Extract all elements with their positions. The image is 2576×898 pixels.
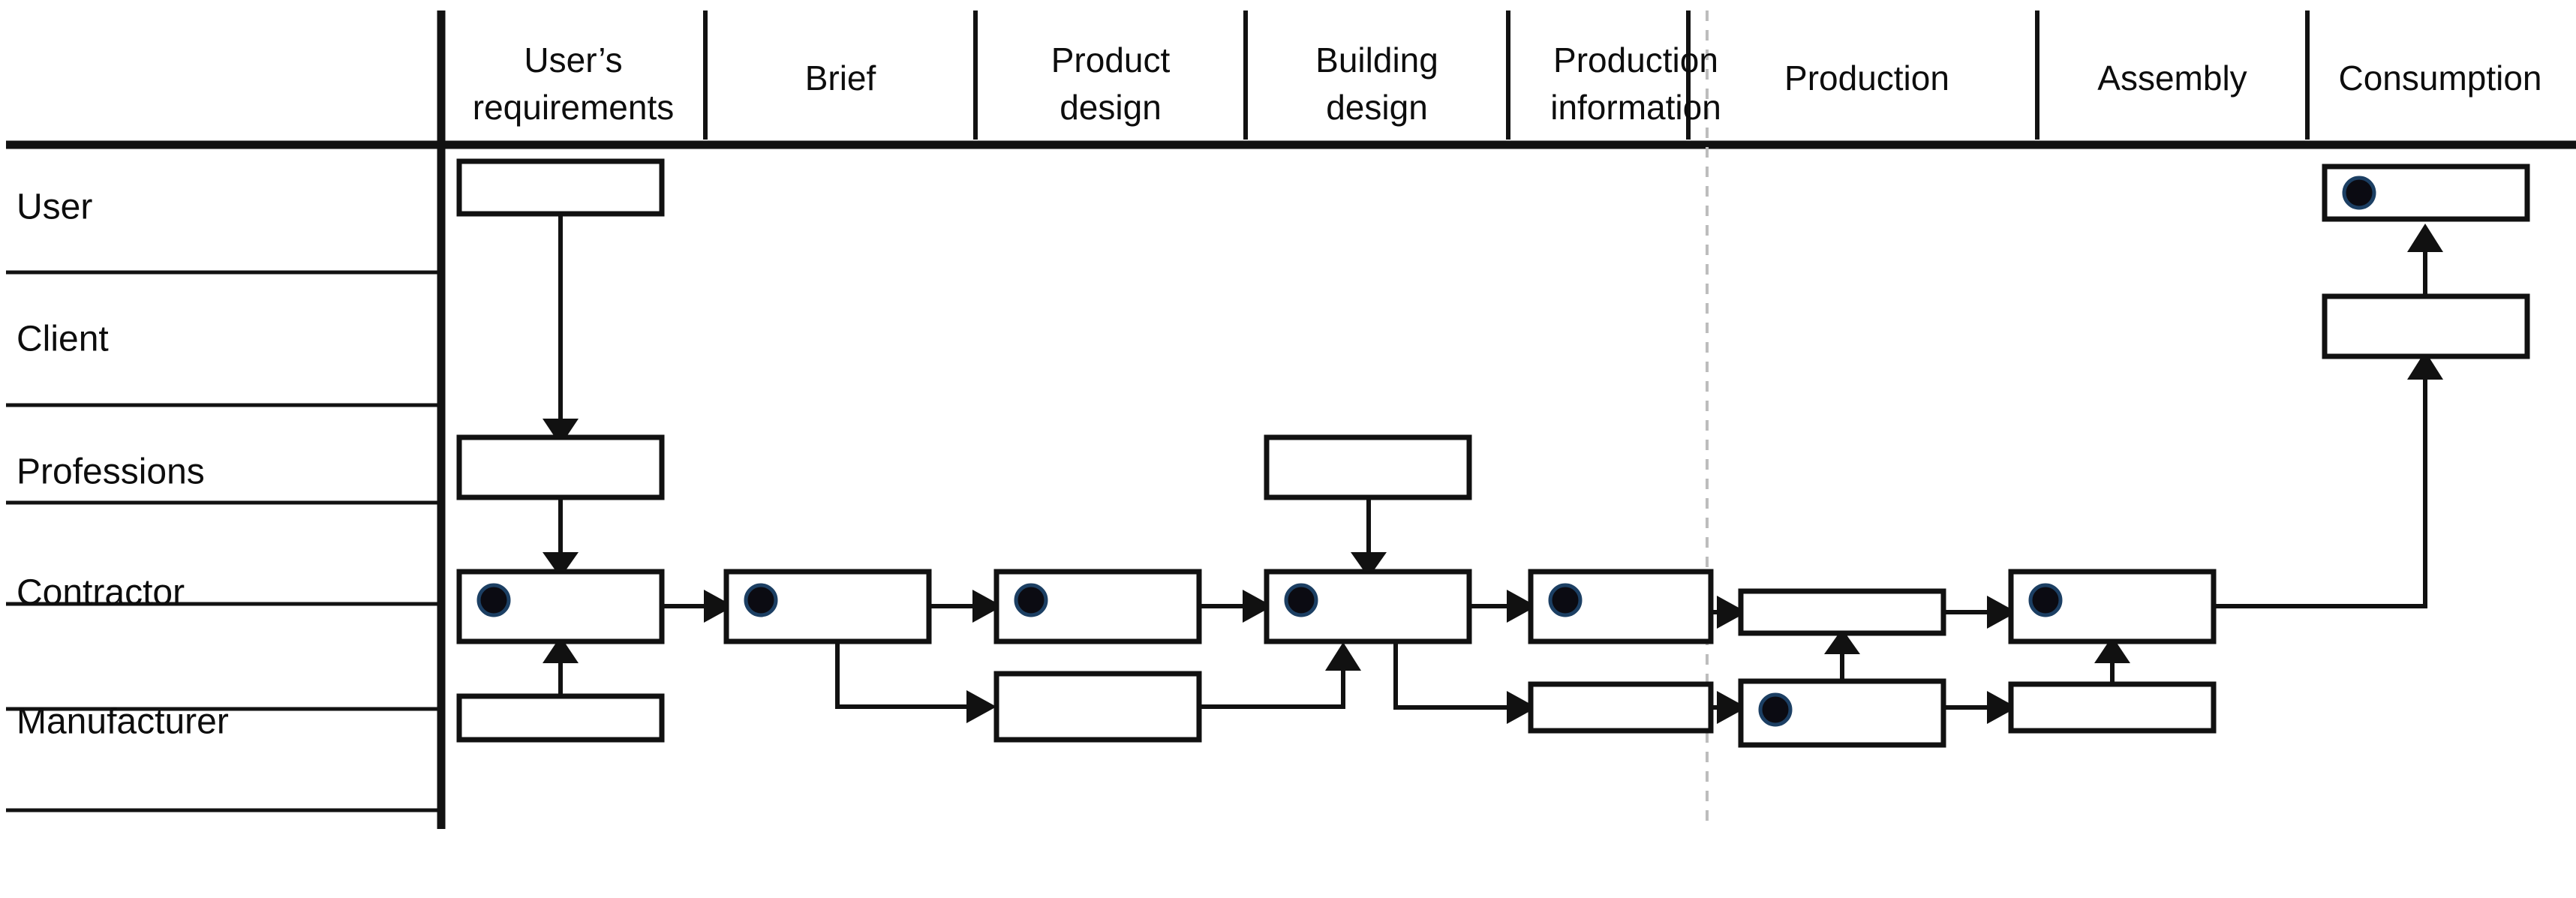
arrow-head-right xyxy=(972,590,1002,623)
arrow-head-down xyxy=(543,419,579,446)
connector-brief-manufacturer-to-building-design xyxy=(1199,642,1361,709)
arrow-head-up xyxy=(2094,636,2130,663)
column-header-user-requirements[interactable]: User’s requirements xyxy=(473,41,674,127)
node-user-requirements-user[interactable] xyxy=(456,158,665,217)
column-header-line-2: design xyxy=(1326,88,1428,127)
column-header-line-1: Production xyxy=(1553,41,1718,80)
arrow-head-right xyxy=(1987,691,2017,724)
row-label-professions[interactable]: Professions xyxy=(17,452,205,492)
arrow-head-right xyxy=(1507,590,1537,623)
arrow-head-up xyxy=(2407,351,2443,380)
connector-building-design-down-to-production-info-manufacturer xyxy=(1393,641,1537,724)
node-user-requirements-contractor[interactable] xyxy=(456,569,665,644)
arrow-head-up xyxy=(2407,224,2443,252)
connector-production-to-assembly xyxy=(1943,596,2017,629)
node-building-design-contractor[interactable] xyxy=(1264,569,1472,644)
node-brief-contractor[interactable] xyxy=(723,569,932,644)
column-header-line-2: requirements xyxy=(473,88,674,127)
column-header-brief[interactable]: Brief xyxy=(805,59,876,98)
status-dot-icon xyxy=(744,583,778,617)
grid-lines xyxy=(6,11,2576,829)
node-assembly-contractor[interactable] xyxy=(2008,569,2217,644)
connector-brief-to-product-design xyxy=(929,590,1002,623)
connector-elbow xyxy=(2214,375,2427,608)
column-header-consumption[interactable]: Consumption xyxy=(2338,59,2541,98)
node-production-contractor[interactable] xyxy=(1738,588,1946,636)
column-header-building-design[interactable]: Building design xyxy=(1315,41,1438,127)
node-production-information-manufacturer[interactable] xyxy=(1528,681,1714,734)
status-dot-icon xyxy=(2028,583,2063,617)
node-brief-manufacturer[interactable] xyxy=(993,671,1202,743)
status-dot-icon xyxy=(2342,176,2376,210)
connector-professions-to-contractor xyxy=(543,497,579,578)
arrow-head-right xyxy=(1987,596,2017,629)
connector-consumption-client-to-consumption-user xyxy=(2407,224,2443,296)
node-production-information-contractor[interactable] xyxy=(1528,569,1714,644)
status-dot-icon xyxy=(1014,583,1048,617)
row-label-user[interactable]: User xyxy=(17,188,92,227)
connector-professions-building-to-contractor-building xyxy=(1351,497,1387,578)
column-header-line-2: design xyxy=(1060,88,1162,127)
node-user-requirements-professions[interactable] xyxy=(456,434,665,500)
column-header-line-1: Brief xyxy=(805,59,876,98)
column-header-line-1: Product xyxy=(1051,41,1171,80)
status-dot-icon xyxy=(1284,583,1318,617)
node-user-requirements-manufacturer[interactable] xyxy=(456,693,665,743)
connector-manufacturer-to-contractor xyxy=(543,636,579,698)
status-dot-icon xyxy=(476,583,511,617)
node-building-design-professions[interactable] xyxy=(1264,434,1472,500)
node-consumption-client[interactable] xyxy=(2322,293,2530,359)
connector-production-manufacturer-to-production-contractor xyxy=(1824,629,1860,681)
column-header-production-information[interactable]: Production information xyxy=(1550,41,1721,127)
status-dot-icon xyxy=(1548,583,1583,617)
arrow-head-down xyxy=(543,552,579,578)
column-header-line-1: User’s xyxy=(524,41,622,80)
arrow-head-up xyxy=(1325,642,1361,671)
connector-assembly-manufacturer-to-assembly-contractor xyxy=(2094,636,2130,684)
connector-brief-down-to-brief-manufacturer xyxy=(835,641,996,723)
connector-building-design-to-production-information xyxy=(1469,590,1537,623)
row-label-contractor[interactable]: Contractor xyxy=(17,573,185,613)
node-consumption-user[interactable] xyxy=(2322,164,2530,222)
arrow-head-right xyxy=(1243,590,1273,623)
node-assembly-manufacturer[interactable] xyxy=(2008,681,2217,734)
connector-elbow xyxy=(1393,641,1510,710)
column-header-line-1: Consumption xyxy=(2338,59,2541,98)
connector-requirements-to-brief xyxy=(662,590,734,623)
arrow-head-right xyxy=(704,590,734,623)
arrow-head-up xyxy=(1824,629,1860,654)
arrow-head-up xyxy=(543,636,579,663)
row-label-manufacturer[interactable]: Manufacturer xyxy=(17,702,229,742)
connector-elbow xyxy=(1199,666,1345,709)
node-production-manufacturer[interactable] xyxy=(1738,678,1946,748)
arrow-head-down xyxy=(1351,552,1387,578)
connector-elbow xyxy=(835,641,969,709)
node-product-design-contractor[interactable] xyxy=(993,569,1202,644)
column-header-product-design[interactable]: Product design xyxy=(1051,41,1171,127)
arrow-head-right xyxy=(1717,691,1747,724)
row-label-client[interactable]: Client xyxy=(17,320,109,359)
column-header-line-1: Production xyxy=(1784,59,1949,98)
arrow-head-right xyxy=(1717,596,1747,629)
column-header-assembly[interactable]: Assembly xyxy=(2097,59,2247,98)
connector-user-to-professions xyxy=(543,214,579,446)
connector-assembly-to-consumption-client xyxy=(2214,351,2443,608)
connector-product-design-to-building-design xyxy=(1199,590,1273,623)
connector-production-manufacturer-to-assembly-manufacturer xyxy=(1943,691,2017,724)
column-header-production[interactable]: Production xyxy=(1784,59,1949,98)
column-header-line-1: Assembly xyxy=(2097,59,2247,98)
status-dot-icon xyxy=(1758,692,1793,727)
arrow-head-right xyxy=(1507,691,1537,724)
arrow-head-right xyxy=(966,690,996,723)
column-header-line-1: Building xyxy=(1315,41,1438,80)
column-header-line-2: information xyxy=(1550,88,1721,127)
